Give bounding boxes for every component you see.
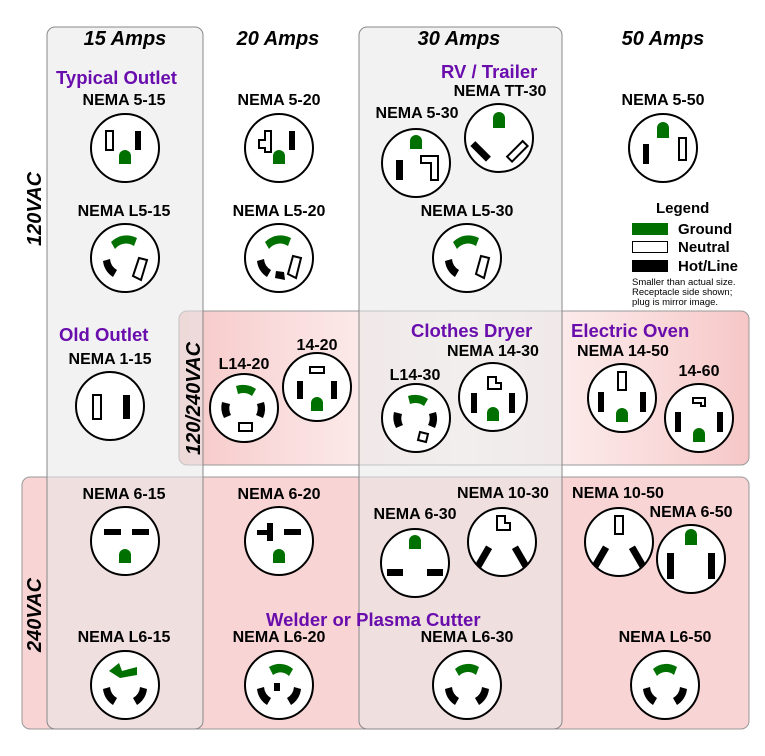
receptacle-nema-l5-20 (244, 223, 314, 293)
label-nema-10-30: NEMA 10-30 (457, 485, 549, 502)
legend-note-line3: plug is mirror image. (632, 297, 719, 308)
receptacle-nema-14-50 (587, 363, 657, 433)
label-14-20: 14-20 (296, 337, 338, 354)
receptacle-nema-6-20 (244, 506, 314, 576)
label-nema-l5-20: NEMA L5-20 (232, 203, 326, 220)
label-nema-5-50: NEMA 5-50 (621, 92, 705, 109)
label-nema-1-15: NEMA 1-15 (68, 351, 152, 368)
receptacle-nema-l6-20 (244, 650, 314, 720)
label-l14-30: L14-30 (389, 367, 441, 384)
receptacle-nema-l5-15 (90, 223, 160, 293)
note-welder: Welder or Plasma Cutter (266, 609, 481, 630)
label-nema-l6-50: NEMA L6-50 (618, 629, 712, 646)
legend-title: Legend (656, 200, 710, 217)
label-nema-l6-20: NEMA L6-20 (232, 629, 326, 646)
label-nema-6-50: NEMA 6-50 (649, 504, 733, 521)
legend-neutral-swatch (632, 241, 668, 253)
label-nema-14-30: NEMA 14-30 (447, 343, 539, 360)
receptacle-nema-6-30 (380, 528, 450, 598)
note-old-outlet: Old Outlet (59, 324, 149, 345)
receptacle-nema-5-20 (244, 113, 314, 183)
label-nema-l6-30: NEMA L6-30 (420, 629, 514, 646)
legend-note-line1: Smaller than actual size. (632, 277, 736, 288)
label-nema-5-30: NEMA 5-30 (375, 105, 459, 122)
label-nema-6-20: NEMA 6-20 (237, 486, 321, 503)
note-rv-trailer: RV / Trailer (441, 61, 538, 82)
legend-hot-label: Hot/Line (678, 258, 738, 275)
header-15-amps: 15 Amps (83, 28, 167, 50)
receptacle-nema-l6-15 (90, 650, 160, 720)
label-l14-20: L14-20 (218, 356, 270, 373)
label-nema-tt-30: NEMA TT-30 (453, 83, 547, 100)
receptacle-nema-tt-30 (464, 103, 534, 173)
receptacle-nema-5-50 (628, 113, 698, 183)
label-nema-l6-15: NEMA L6-15 (77, 629, 171, 646)
legend-note-line2: Receptacle side shown; (632, 287, 733, 298)
receptacle-nema-l6-30 (432, 650, 502, 720)
receptacle-14-20 (282, 352, 352, 422)
label-14-60: 14-60 (678, 363, 720, 380)
receptacle-14-60 (664, 383, 734, 453)
header-20-amps: 20 Amps (236, 28, 320, 50)
note-typical-outlet: Typical Outlet (56, 67, 177, 88)
label-nema-6-30: NEMA 6-30 (373, 506, 457, 523)
label-nema-5-15: NEMA 5-15 (82, 92, 166, 109)
receptacle-nema-l6-50 (630, 650, 700, 720)
label-nema-6-15: NEMA 6-15 (82, 486, 166, 503)
legend-ground-label: Ground (678, 221, 733, 238)
receptacle-nema-5-15 (90, 113, 160, 183)
label-nema-14-50: NEMA 14-50 (577, 343, 669, 360)
receptacle-nema-l5-30 (432, 223, 502, 293)
label-nema-l5-30: NEMA L5-30 (420, 203, 514, 220)
label-nema-5-20: NEMA 5-20 (237, 92, 321, 109)
receptacle-nema-5-30 (381, 128, 451, 198)
receptacle-l14-30 (381, 383, 451, 453)
receptacle-nema-6-50 (656, 524, 726, 594)
receptacle-nema-6-15 (90, 506, 160, 576)
legend-note: Smaller than actual size. Receptacle sid… (632, 278, 762, 308)
header-30-amps: 30 Amps (417, 28, 501, 50)
note-clothes-dryer: Clothes Dryer (411, 320, 533, 341)
receptacle-nema-1-15 (75, 371, 145, 441)
legend-hot-swatch (632, 260, 668, 272)
receptacle-nema-10-50 (584, 507, 654, 577)
legend-ground-swatch (632, 223, 668, 235)
receptacle-l14-20 (209, 373, 279, 443)
note-electric-oven: Electric Oven (571, 320, 690, 341)
legend-neutral-label: Neutral (678, 239, 730, 256)
label-nema-l5-15: NEMA L5-15 (77, 203, 171, 220)
receptacle-nema-10-30 (467, 507, 537, 577)
label-nema-10-50: NEMA 10-50 (572, 485, 664, 502)
receptacle-nema-14-30 (458, 362, 528, 432)
header-50-amps: 50 Amps (621, 28, 705, 50)
